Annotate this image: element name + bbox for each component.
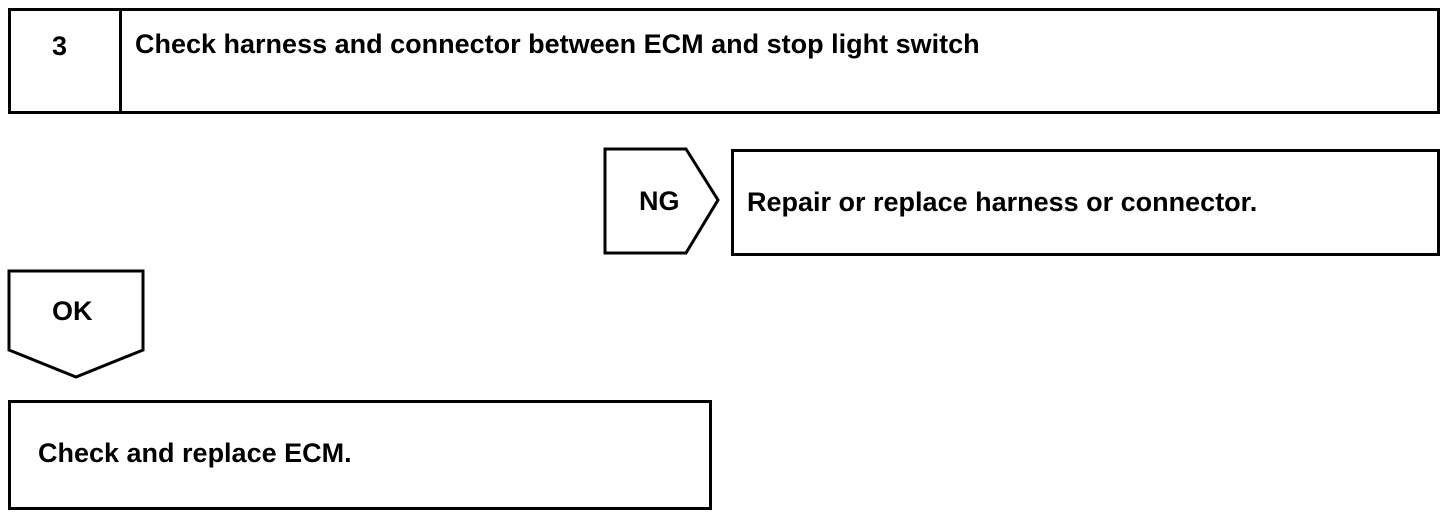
step-number: 3: [52, 31, 68, 61]
step-header-box: [8, 8, 1440, 114]
ng-action-text: Repair or replace harness or connector.: [747, 187, 1258, 217]
ng-action-box: [731, 149, 1440, 256]
ok-label: OK: [52, 296, 93, 326]
ok-action-text: Check and replace ECM.: [38, 438, 352, 468]
ng-label: NG: [639, 186, 680, 216]
step-number-divider: [119, 8, 122, 114]
ok-action-box: [8, 400, 712, 510]
ok-arrow-shape: [7, 269, 145, 379]
ng-arrow-shape: [603, 147, 720, 255]
step-title: Check harness and connector between ECM …: [135, 29, 980, 59]
